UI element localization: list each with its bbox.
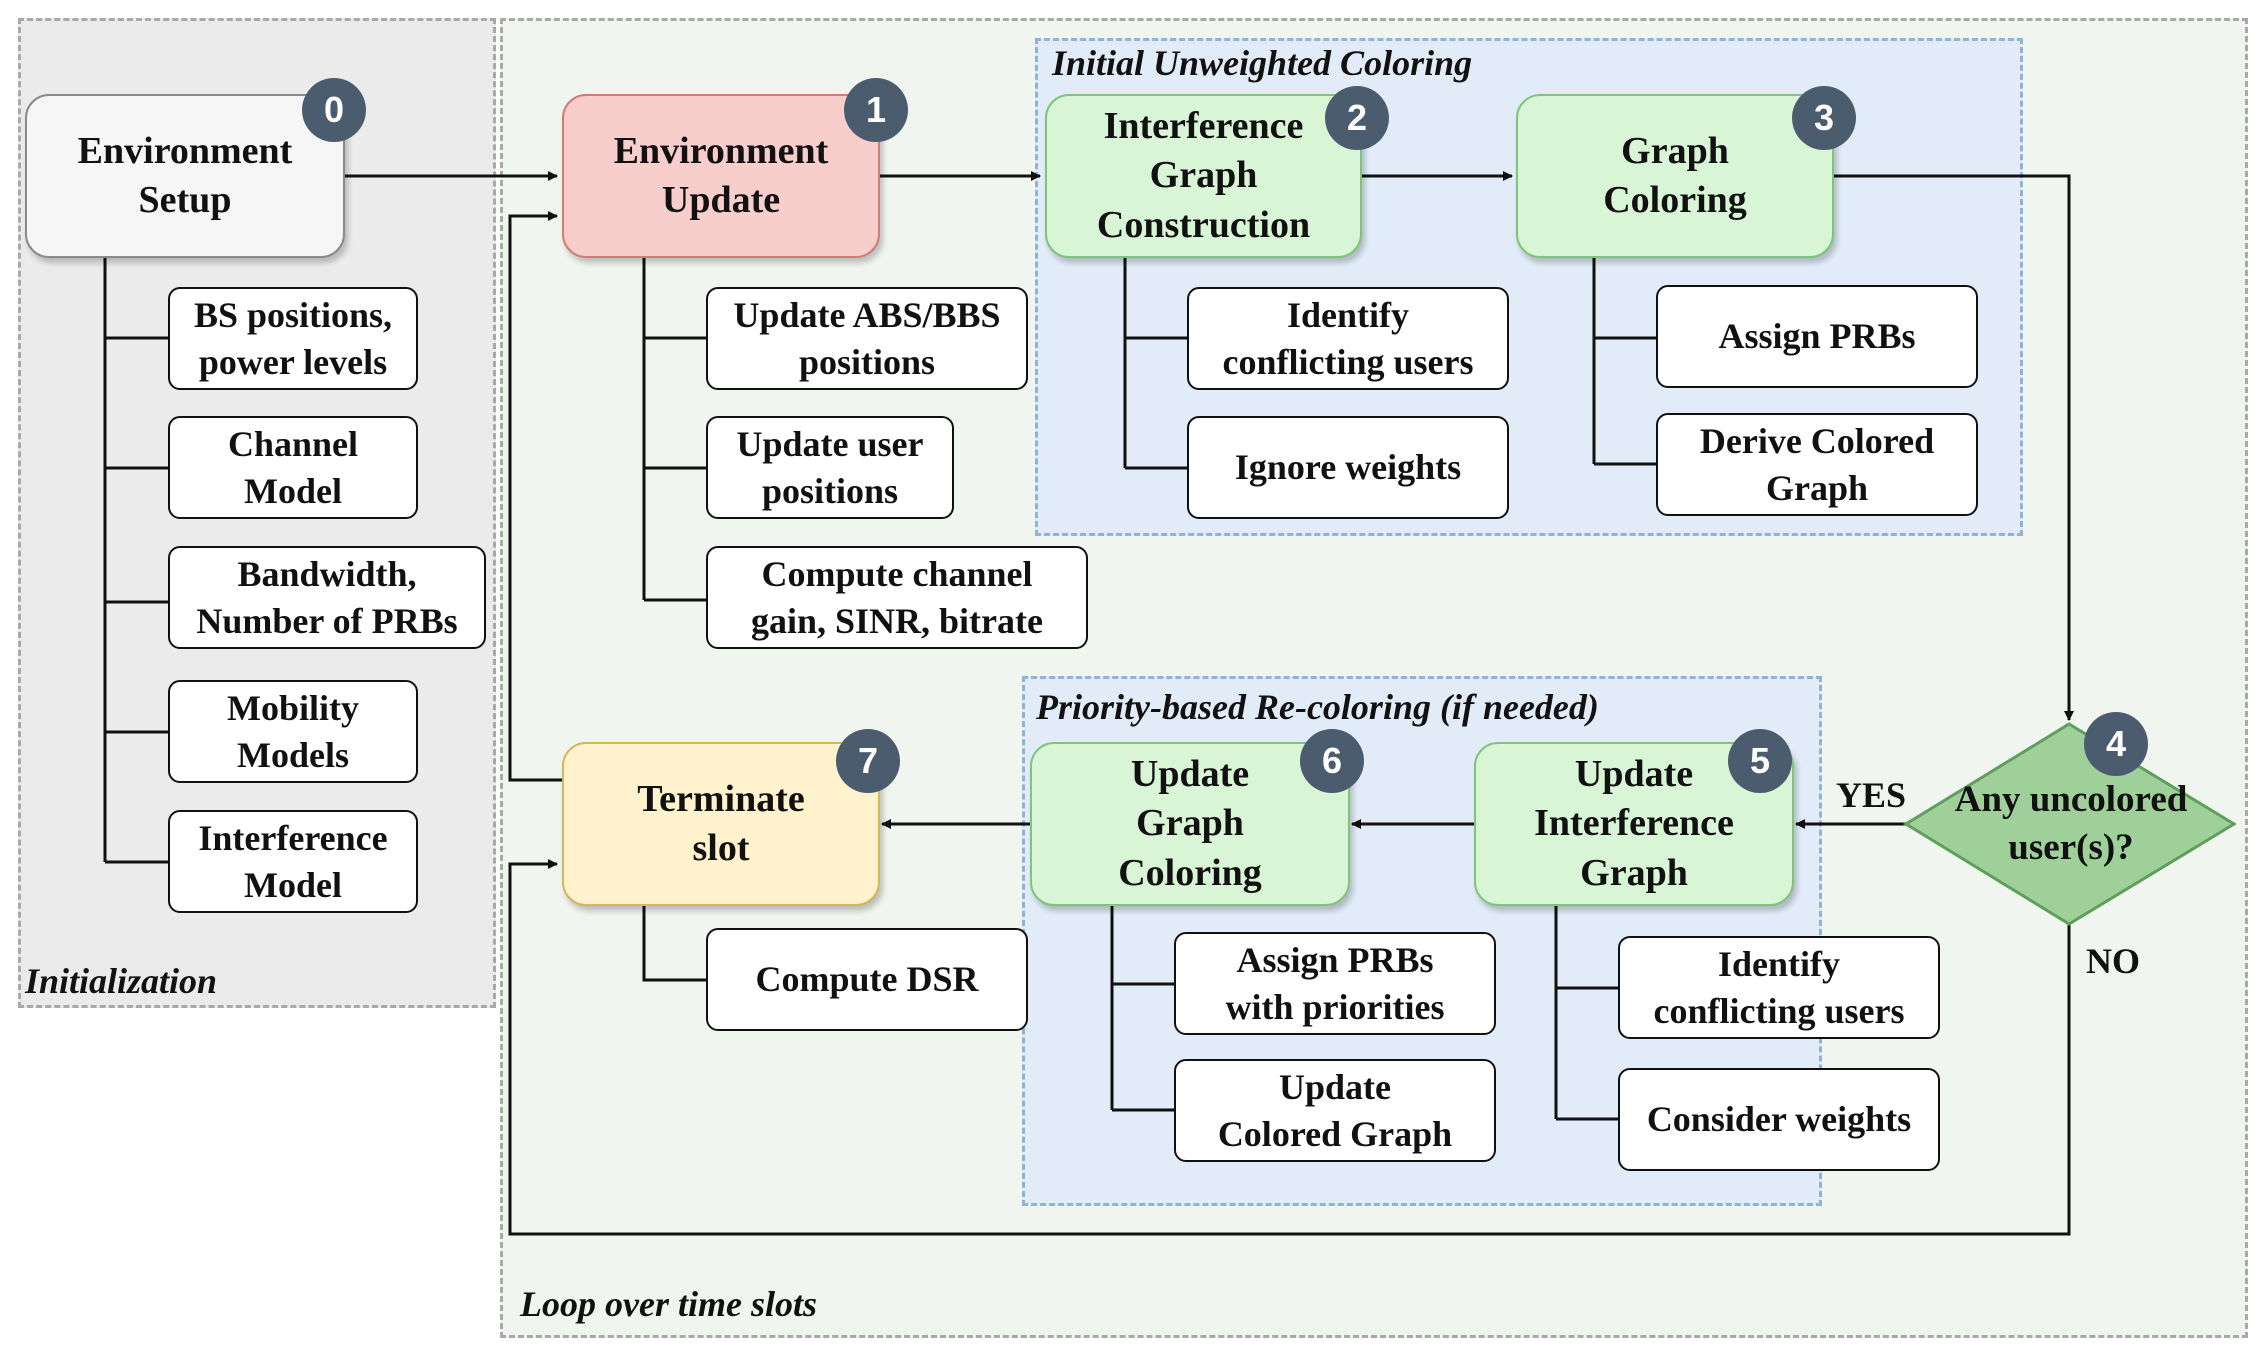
initial-coloring-label: Initial Unweighted Coloring xyxy=(1052,43,1473,83)
interference-tree-lines xyxy=(1123,258,1187,470)
decision-label: Any uncolored user(s)? xyxy=(1954,778,2188,868)
terminate-slot-node[interactable]: Terminate slot xyxy=(562,742,880,906)
update-item-channel-gain: Compute channel gain, SINR, bitrate xyxy=(706,546,1088,649)
update-interference-tree-lines xyxy=(1554,906,1618,1121)
update-tree-lines xyxy=(642,258,706,602)
interference-item-ignore-weights: Ignore weights xyxy=(1187,416,1509,519)
update-interference-item-identify: Identify conflicting users xyxy=(1618,936,1940,1039)
setup-item-interference-model: Interference Model xyxy=(168,810,418,913)
arrow-4-7-no xyxy=(508,859,2071,1236)
update-coloring-tree-lines xyxy=(1110,906,1174,1112)
step-badge-4: 4 xyxy=(2084,712,2148,776)
no-label: NO xyxy=(2086,941,2140,981)
terminate-tree-lines xyxy=(642,906,706,982)
step-badge-2: 2 xyxy=(1325,86,1389,150)
step-badge-0: 0 xyxy=(302,78,366,142)
step-badge-1: 1 xyxy=(844,78,908,142)
setup-item-bs-positions: BS positions, power levels xyxy=(168,287,418,390)
step-badge-6: 6 xyxy=(1300,729,1364,793)
terminate-item-compute-dsr: Compute DSR xyxy=(706,928,1028,1031)
update-interference-item-consider-weights: Consider weights xyxy=(1618,1068,1940,1171)
environment-setup-node[interactable]: Environment Setup xyxy=(25,94,345,258)
coloring-item-assign-prbs: Assign PRBs xyxy=(1656,285,1978,388)
environment-update-node[interactable]: Environment Update xyxy=(562,94,880,258)
step-badge-7: 7 xyxy=(836,729,900,793)
update-item-user-positions: Update user positions xyxy=(706,416,954,519)
coloring-tree-lines xyxy=(1592,258,1656,466)
arrow-7-1 xyxy=(508,211,562,782)
interference-item-identify: Identify conflicting users xyxy=(1187,287,1509,390)
setup-item-bandwidth: Bandwidth, Number of PRBs xyxy=(168,546,486,649)
setup-item-channel-model: Channel Model xyxy=(168,416,418,519)
setup-item-mobility-models: Mobility Models xyxy=(168,680,418,783)
setup-tree-lines xyxy=(103,258,168,864)
step-badge-3: 3 xyxy=(1792,86,1856,150)
interference-graph-construction-node[interactable]: Interference Graph Construction xyxy=(1045,94,1362,258)
arrow-3-4 xyxy=(1834,174,2074,721)
update-item-abs-bbs: Update ABS/BBS positions xyxy=(706,287,1028,390)
decision-diamond xyxy=(1903,722,2237,926)
update-coloring-item-assign-priorities: Assign PRBs with priorities xyxy=(1174,932,1496,1035)
recoloring-label: Priority-based Re-coloring (if needed) xyxy=(1036,687,1599,727)
step-badge-5: 5 xyxy=(1728,729,1792,793)
update-coloring-item-update-graph: Update Colored Graph xyxy=(1174,1059,1496,1162)
loop-label: Loop over time slots xyxy=(520,1284,817,1324)
coloring-item-derive-graph: Derive Colored Graph xyxy=(1656,413,1978,516)
update-graph-coloring-node[interactable]: Update Graph Coloring xyxy=(1030,742,1350,906)
initialization-label: Initialization xyxy=(25,961,218,1001)
graph-coloring-node[interactable]: Graph Coloring xyxy=(1516,94,1834,258)
yes-label: YES xyxy=(1836,775,1907,815)
